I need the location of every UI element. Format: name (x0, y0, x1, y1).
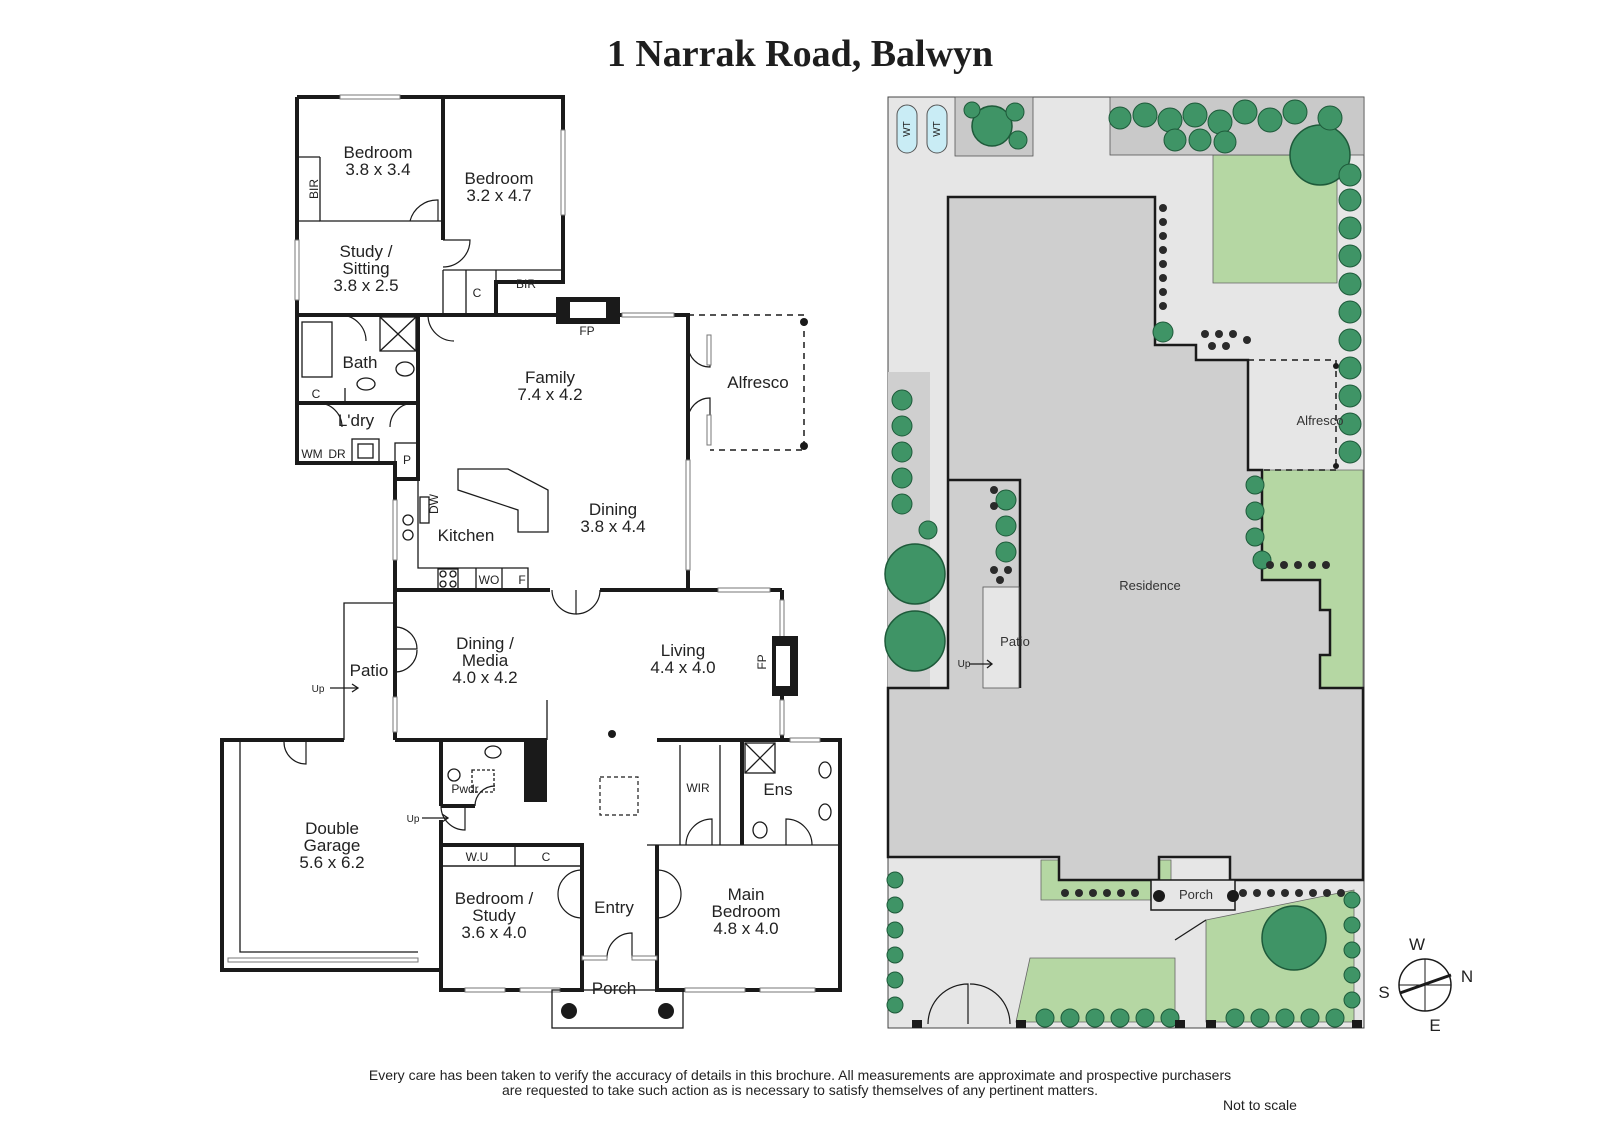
label-study-2: Sitting (342, 259, 389, 278)
label-main-bedroom-2: Bedroom (712, 902, 781, 921)
label-fireplace-2: FP (755, 654, 769, 669)
label-cupboard-1: C (473, 286, 482, 300)
label-garage-1: Double (305, 819, 359, 838)
powder-room (441, 738, 547, 808)
label-residence: Residence (1119, 578, 1180, 593)
label-dining-media-2: Media (462, 651, 509, 670)
label-dishwasher: DW (427, 493, 441, 514)
label-bedroom-study-1: Bedroom / (455, 889, 534, 908)
bedroom-wing (294, 94, 566, 395)
compass: W N S E (1378, 935, 1473, 1035)
bath-laundry (295, 313, 420, 481)
label-cupboard-2: C (312, 387, 321, 401)
compass-w: W (1409, 935, 1425, 954)
front-gates (912, 919, 1362, 1028)
disclaimer-line-1: Every care has been taken to verify the … (369, 1067, 1231, 1083)
label-wu: W.U (466, 850, 489, 864)
label-porch: Porch (592, 979, 636, 998)
label-site-up: Up (958, 659, 971, 670)
dims-bedroom-study: 3.6 x 4.0 (461, 923, 526, 942)
floor-plan: Bedroom 3.8 x 3.4 Bedroom 3.2 x 4.7 Stud… (220, 94, 842, 1029)
dims-dining: 3.8 x 4.4 (580, 517, 645, 536)
alfresco-outline (688, 314, 808, 451)
room-labels: Bedroom 3.8 x 3.4 Bedroom 3.2 x 4.7 Stud… (299, 143, 792, 998)
label-dr: DR (328, 447, 346, 461)
dims-bedroom-1: 3.8 x 3.4 (345, 160, 410, 179)
residence-footprint (886, 195, 1365, 882)
label-family: Family (525, 368, 576, 387)
label-living: Living (661, 641, 705, 660)
label-wir: WIR (686, 781, 710, 795)
compass-n: N (1461, 967, 1473, 986)
fixture-labels: BIR BIR C C FP FP WM DR P DW WO F W.U C … (301, 179, 769, 864)
dims-garage: 5.6 x 6.2 (299, 853, 364, 872)
label-kitchen: Kitchen (438, 526, 495, 545)
label-alfresco: Alfresco (727, 373, 788, 392)
water-tanks: WT WT (896, 104, 948, 154)
label-site-porch: Porch (1179, 887, 1213, 902)
main-suite (655, 737, 842, 993)
dims-living: 4.4 x 4.0 (650, 658, 715, 677)
porch (551, 989, 684, 1029)
label-powder: Pwdr (451, 782, 478, 796)
label-bedroom-2: Bedroom (465, 169, 534, 188)
label-ensuite: Ens (763, 780, 792, 799)
label-cupboard-3: C (542, 850, 551, 864)
compass-e: E (1429, 1016, 1440, 1035)
dims-main-bedroom: 4.8 x 4.0 (713, 919, 778, 938)
label-garage-2: Garage (304, 836, 361, 855)
label-main-bedroom-1: Main (728, 885, 765, 904)
scale-note: Not to scale (1223, 1097, 1297, 1113)
label-study-1: Study / (340, 242, 393, 261)
dims-bedroom-2: 3.2 x 4.7 (466, 186, 531, 205)
label-bedroom-1: Bedroom (344, 143, 413, 162)
dims-study: 3.8 x 2.5 (333, 276, 398, 295)
label-entry: Entry (594, 898, 634, 917)
label-site-patio: Patio (1000, 634, 1030, 649)
label-bath: Bath (343, 353, 378, 372)
label-wt-2: WT (932, 121, 943, 137)
central-block (343, 297, 798, 816)
label-dining-media-1: Dining / (456, 634, 514, 653)
label-bir-2: BIR (516, 277, 536, 291)
label-fridge: F (518, 573, 525, 587)
label-bedroom-study-2: Study (472, 906, 516, 925)
label-wt-1: WT (902, 121, 913, 137)
compass-s: S (1378, 983, 1389, 1002)
dims-family: 7.4 x 4.2 (517, 385, 582, 404)
label-wm: WM (301, 447, 322, 461)
disclaimer-line-2: are requested to take such action as is … (502, 1082, 1098, 1098)
label-wall-oven: WO (479, 573, 500, 587)
site-plan: WT WT (884, 96, 1365, 1029)
dark-shrubs (990, 204, 1345, 897)
label-pantry: P (403, 453, 411, 467)
label-bir-1: BIR (307, 179, 321, 199)
label-fireplace-1: FP (579, 324, 594, 338)
label-up-2: Up (407, 814, 420, 825)
label-patio: Patio (350, 661, 389, 680)
shrub-rows (886, 99, 1362, 1028)
stair-arrows (330, 683, 450, 823)
front-rooms (439, 843, 659, 993)
label-up-1: Up (312, 684, 325, 695)
label-dining: Dining (589, 500, 637, 519)
page-title: 1 Narrak Road, Balwyn (607, 33, 993, 75)
trees (884, 105, 1351, 971)
dims-dining-media: 4.0 x 4.2 (452, 668, 517, 687)
label-site-alfresco: Alfresco (1297, 413, 1344, 428)
label-laundry: L'dry (338, 411, 375, 430)
